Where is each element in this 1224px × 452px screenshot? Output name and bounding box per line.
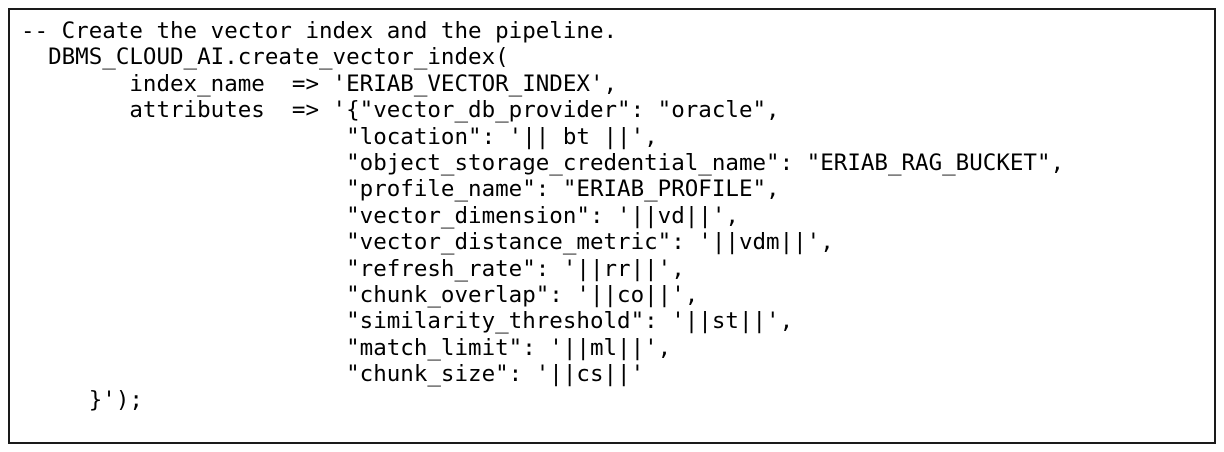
code-line-profile-name: "profile_name": "ERIAB_PROFILE", — [21, 176, 780, 203]
code-line-location: "location": '|| bt ||', — [21, 123, 658, 150]
code-line-closing: }'); — [21, 387, 143, 414]
code-line-chunk-size: "chunk_size": '||cs||' — [21, 361, 645, 388]
code-line-attributes: attributes => '{"vector_db_provider": "o… — [21, 97, 780, 124]
code-line-procedure-call: DBMS_CLOUD_AI.create_vector_index( — [21, 44, 509, 71]
code-line-chunk-overlap: "chunk_overlap": '||co||', — [21, 281, 699, 308]
code-line-distance-metric: "vector_distance_metric": '||vdm||', — [21, 229, 834, 256]
code-line-vector-dimension: "vector_dimension": '||vd||', — [21, 202, 739, 229]
code-line-similarity-threshold: "similarity_threshold": '||st||', — [21, 308, 794, 335]
code-snippet-frame: -- Create the vector index and the pipel… — [8, 8, 1216, 444]
code-block: -- Create the vector index and the pipel… — [21, 18, 1064, 414]
code-line-credential-name: "object_storage_credential_name": "ERIAB… — [21, 149, 1065, 176]
code-line-comment: -- Create the vector index and the pipel… — [21, 18, 618, 44]
code-line-match-limit: "match_limit": '||ml||', — [21, 334, 672, 361]
code-line-index-name: index_name => 'ERIAB_VECTOR_INDEX', — [21, 70, 618, 97]
code-line-refresh-rate: "refresh_rate": '||rr||', — [21, 255, 685, 282]
